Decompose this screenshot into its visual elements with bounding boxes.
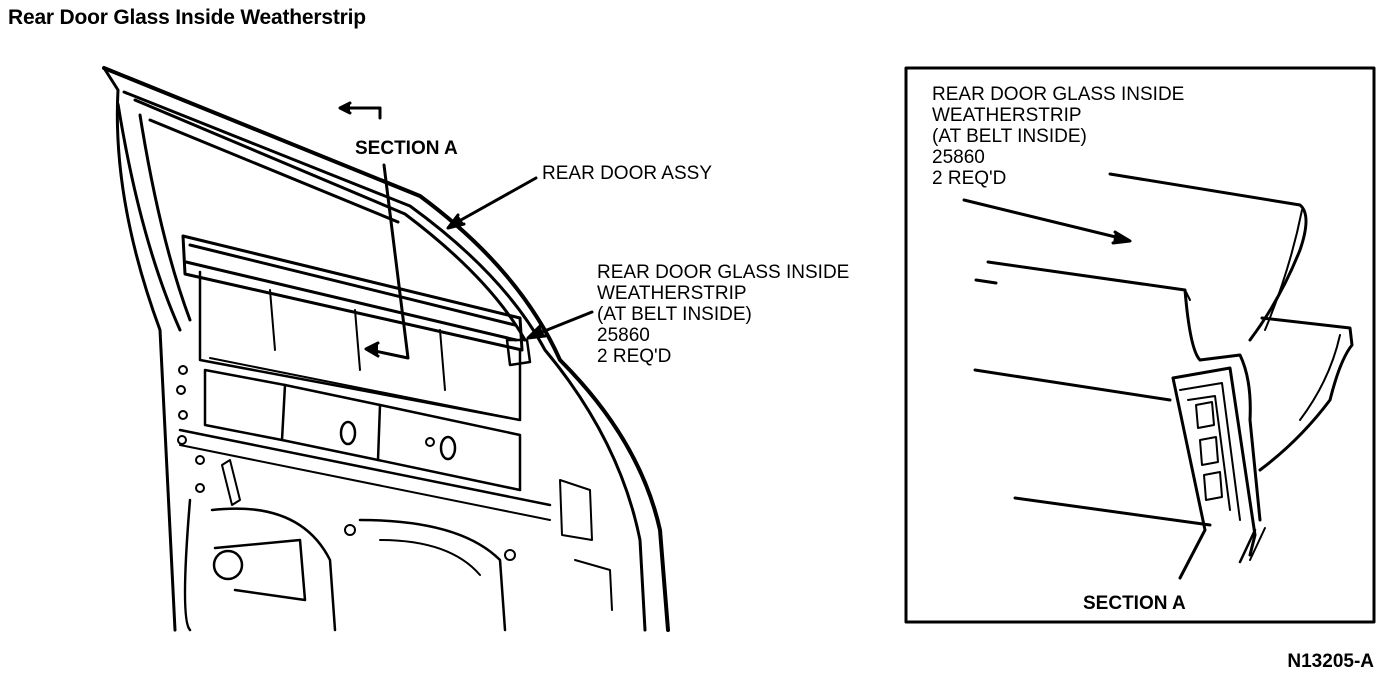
- rear-door-assy-label: REAR DOOR ASSY: [542, 163, 712, 184]
- callout-line: REAR DOOR GLASS INSIDE: [597, 262, 850, 283]
- weatherstrip-callout: REAR DOOR GLASS INSIDE WEATHERSTRIP (AT …: [597, 262, 849, 367]
- callout-line: 25860: [932, 147, 985, 168]
- diagram-title: Rear Door Glass Inside Weatherstrip: [8, 6, 366, 29]
- callout-line: REAR DOOR GLASS INSIDE: [932, 84, 1185, 105]
- section-a-marker: SECTION A: [355, 138, 458, 159]
- callout-line: 2 REQ'D: [597, 346, 672, 367]
- figure-id: N13205-A: [1287, 651, 1374, 672]
- section-a-detail-art: [973, 172, 1354, 580]
- section-a-cut-arrows: [338, 101, 410, 360]
- weatherstrip-leader-arrow: [526, 324, 547, 340]
- section-a-detail-frame: [904, 66, 1376, 624]
- callout-line: 2 REQ'D: [932, 168, 1007, 189]
- detail-callout: REAR DOOR GLASS INSIDE WEATHERSTRIP (AT …: [932, 84, 1184, 189]
- callout-line: (AT BELT INSIDE): [597, 304, 752, 325]
- detail-leader: [962, 198, 1130, 242]
- callout-line: WEATHERSTRIP: [597, 283, 747, 304]
- assy-leader-arrow: [446, 213, 466, 230]
- callout-line: WEATHERSTRIP: [932, 105, 1082, 126]
- callout-line: (AT BELT INSIDE): [932, 126, 1087, 147]
- callout-line: 25860: [597, 325, 650, 346]
- rear-door-assembly: [102, 66, 670, 632]
- detail-caption: SECTION A: [1083, 593, 1186, 614]
- assy-leader: [450, 176, 538, 227]
- detail-leader-arrow: [1111, 230, 1132, 245]
